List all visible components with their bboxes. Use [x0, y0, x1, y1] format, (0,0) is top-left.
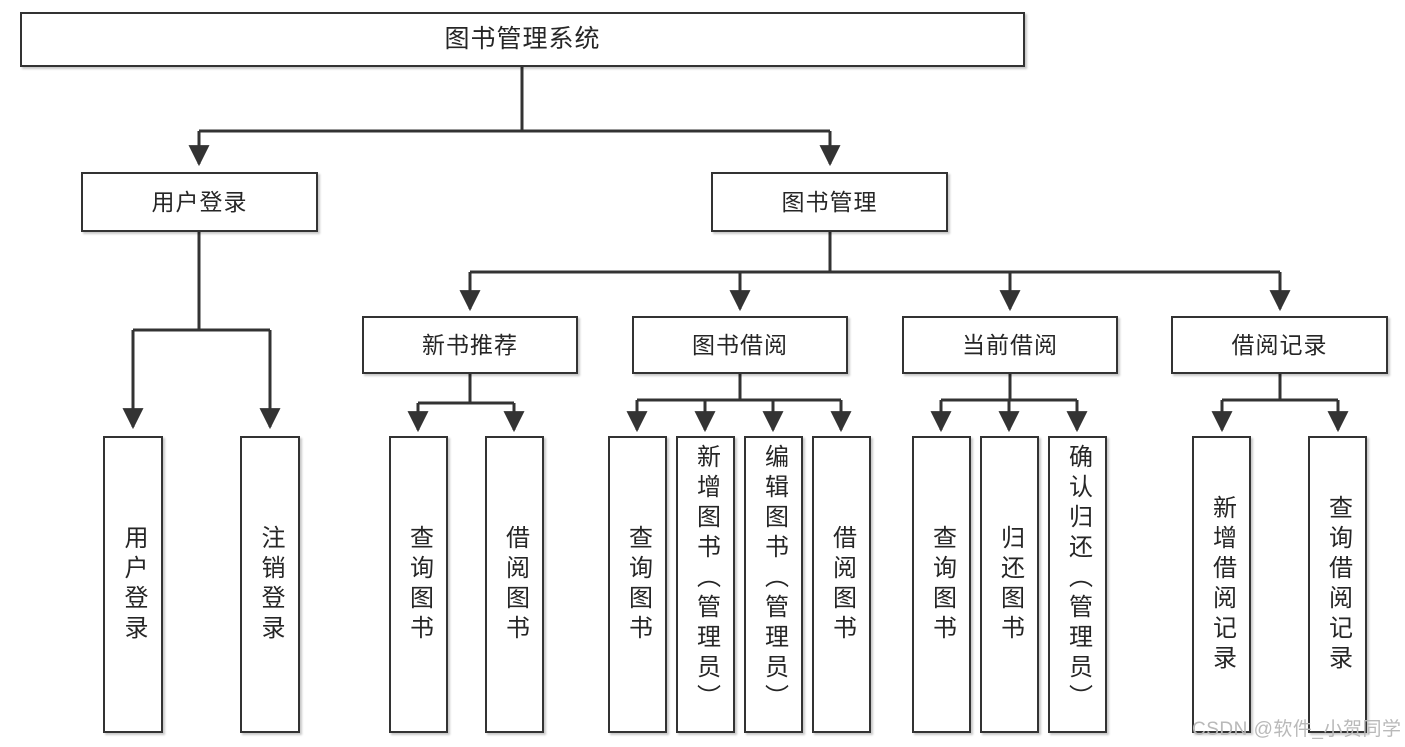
node-label: 借阅图书: [828, 524, 856, 645]
leaf-logout[interactable]: 注销登录: [240, 436, 300, 733]
node-label: 查询图书: [624, 524, 652, 645]
node-label: 图书管理: [781, 188, 878, 215]
leaf-query-book-new[interactable]: 查询图书: [389, 436, 448, 733]
node-label: 查询图书: [928, 524, 956, 645]
leaf-edit-book-admin[interactable]: 编辑图书（管理员）: [744, 436, 803, 733]
node-label: 图书管理系统: [444, 25, 601, 53]
node-label: 用户登录: [151, 188, 248, 215]
watermark-text: CSDN @软件_小贺同学: [1192, 719, 1402, 740]
leaf-add-borrow-record[interactable]: 新增借阅记录: [1192, 436, 1251, 733]
node-label: 新增借阅记录: [1208, 494, 1236, 675]
node-label: 用户登录: [120, 524, 147, 645]
node-label: 图书借阅: [692, 331, 788, 358]
node-label: 注销登录: [257, 524, 284, 645]
leaf-query-borrow-record[interactable]: 查询借阅记录: [1308, 436, 1367, 733]
node-new-book-recommendation[interactable]: 新书推荐: [362, 316, 578, 374]
node-book-borrowing[interactable]: 图书借阅: [632, 316, 848, 374]
node-current-borrowing[interactable]: 当前借阅: [902, 316, 1118, 374]
node-label: 借阅图书: [501, 524, 529, 645]
leaf-confirm-return-admin[interactable]: 确认归还（管理员）: [1048, 436, 1107, 733]
node-label: 新增图书（管理员）: [692, 444, 720, 714]
node-root-book-management-system[interactable]: 图书管理系统: [20, 12, 1025, 67]
leaf-query-book-current[interactable]: 查询图书: [912, 436, 971, 733]
leaf-borrow-book-new[interactable]: 借阅图书: [485, 436, 544, 733]
node-label: 借阅记录: [1231, 331, 1328, 358]
leaf-add-book-admin[interactable]: 新增图书（管理员）: [676, 436, 735, 733]
node-label: 归还图书: [996, 524, 1024, 645]
node-user-login[interactable]: 用户登录: [81, 172, 318, 232]
leaf-borrow-book-borrow[interactable]: 借阅图书: [812, 436, 871, 733]
leaf-query-book-borrow[interactable]: 查询图书: [608, 436, 667, 733]
leaf-return-book[interactable]: 归还图书: [980, 436, 1039, 733]
node-label: 查询图书: [405, 524, 433, 645]
node-book-management[interactable]: 图书管理: [711, 172, 948, 232]
node-borrowing-record[interactable]: 借阅记录: [1171, 316, 1388, 374]
node-label: 确认归还（管理员）: [1064, 444, 1092, 714]
node-label: 当前借阅: [962, 331, 1058, 358]
node-label: 新书推荐: [422, 331, 518, 358]
leaf-user-login[interactable]: 用户登录: [103, 436, 163, 733]
node-label: 查询借阅记录: [1324, 494, 1352, 675]
node-label: 编辑图书（管理员）: [760, 444, 788, 714]
